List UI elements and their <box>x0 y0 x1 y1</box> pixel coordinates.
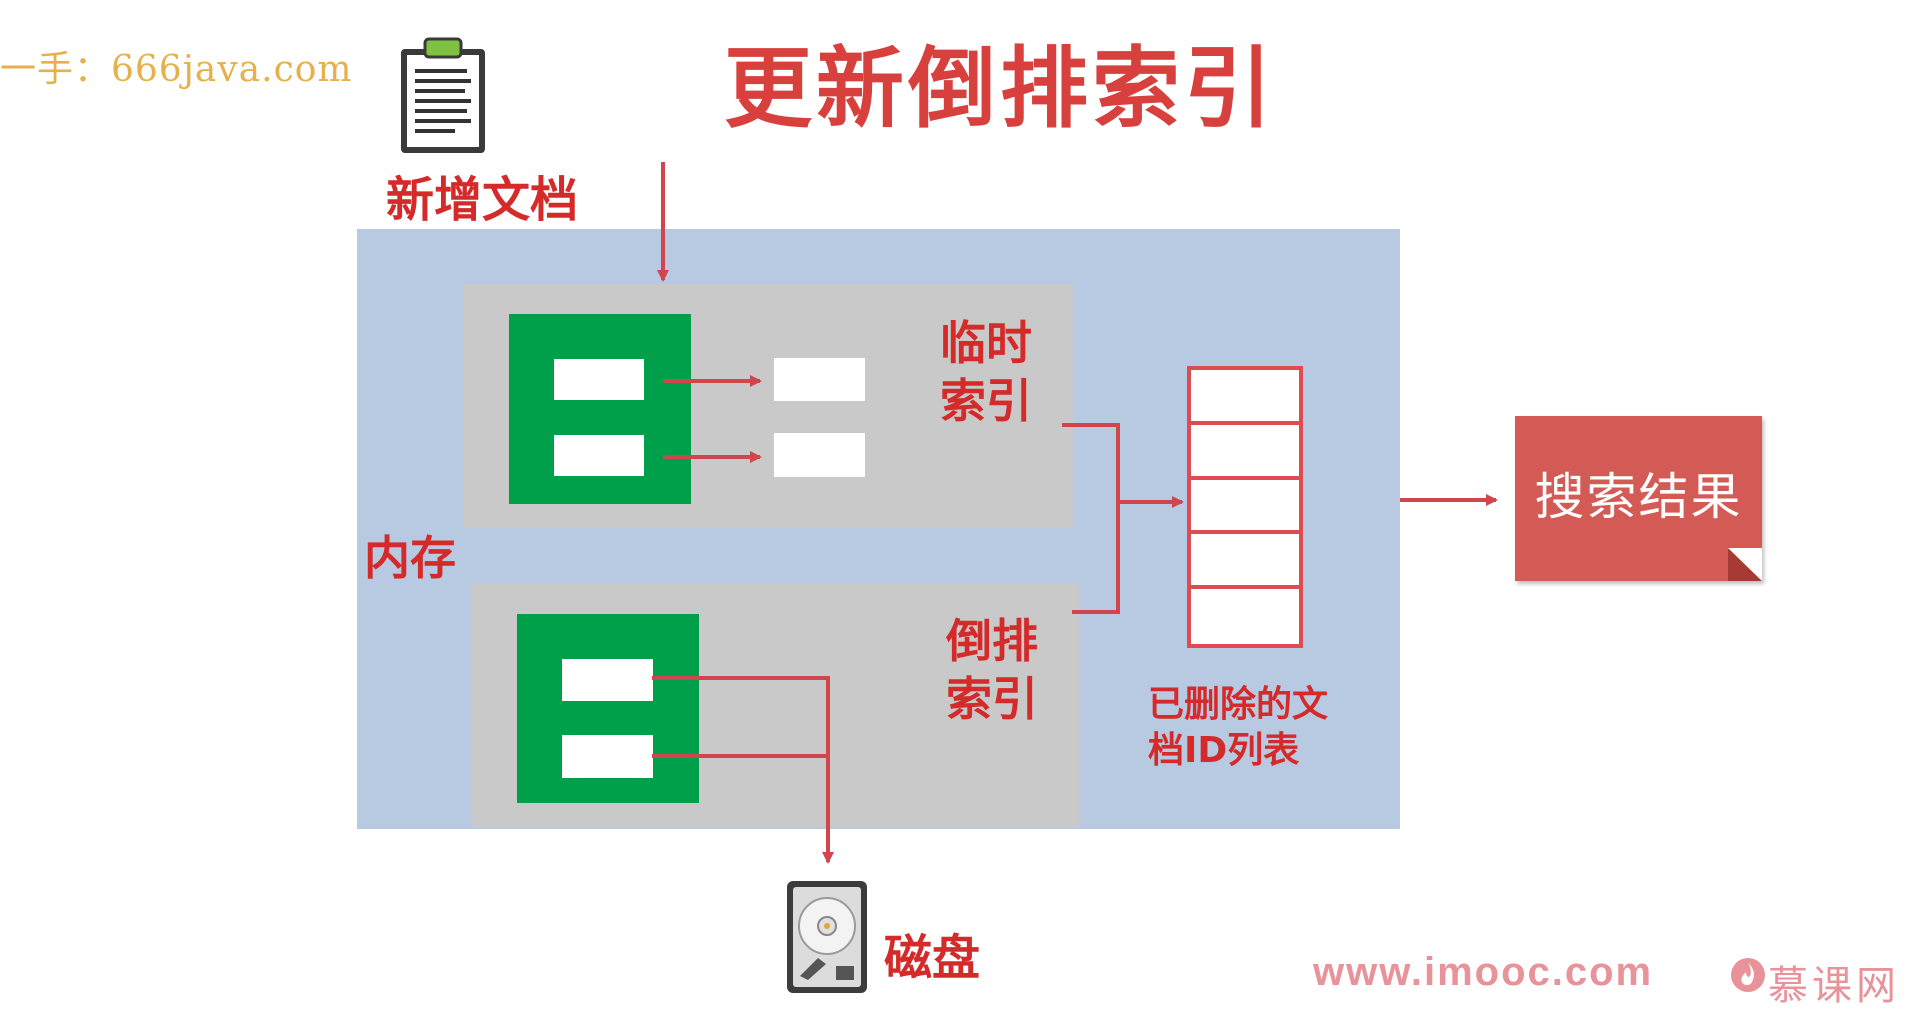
deleted-ids-label-line2: 档ID列表 <box>1148 730 1300 771</box>
temporary-index-label-line2: 索引 <box>940 374 1032 428</box>
inverted-to-idlist-connector <box>1072 502 1120 614</box>
deleted-doc-id-list <box>1187 366 1303 648</box>
temporary-segment <box>509 314 691 504</box>
temporary-posting-entry <box>774 358 865 401</box>
temporary-term-entry <box>554 359 644 400</box>
site-url: www.imooc.com <box>1313 950 1654 994</box>
watermark-text: 一手：666java.com <box>0 49 353 90</box>
memory-label: 内存 <box>364 531 456 585</box>
temporary-index-label-line1: 临时 <box>940 316 1032 370</box>
inverted-index-label: 倒排 索引 <box>946 612 1038 728</box>
id-list-cell <box>1191 425 1299 480</box>
temporary-posting-entry <box>774 433 865 477</box>
search-result-box: 搜索结果 <box>1515 416 1762 581</box>
flame-logo-icon <box>1730 954 1766 998</box>
temp-to-idlist-connector <box>1062 423 1184 508</box>
inverted-term-entry <box>562 659 653 701</box>
disk-label: 磁盘 <box>884 930 981 986</box>
inverted-index-label-line1: 倒排 <box>946 614 1038 668</box>
inverted-index-label-line2: 索引 <box>946 672 1038 726</box>
temporary-index-label: 临时 索引 <box>940 314 1032 430</box>
hard-disk-icon <box>786 880 868 998</box>
brand-name: 慕课网 <box>1768 963 1900 1009</box>
inverted-to-disk-connector <box>652 676 834 864</box>
id-list-cell <box>1191 480 1299 535</box>
new-document-label: 新增文档 <box>386 172 579 228</box>
clipboard-document-icon <box>395 35 491 161</box>
id-list-cell <box>1191 370 1299 425</box>
deleted-ids-label-line1: 已删除的文 <box>1148 684 1329 725</box>
id-list-cell <box>1191 534 1299 590</box>
page-title: 更新倒排索引 <box>724 37 1277 140</box>
temporary-term-entry <box>554 435 644 476</box>
deleted-doc-id-list-label: 已删除的文 档ID列表 <box>1148 682 1328 774</box>
inverted-segment <box>517 614 699 803</box>
search-result-label: 搜索结果 <box>1534 467 1743 526</box>
inverted-term-entry <box>562 735 653 778</box>
search-result-fold <box>1728 548 1762 581</box>
